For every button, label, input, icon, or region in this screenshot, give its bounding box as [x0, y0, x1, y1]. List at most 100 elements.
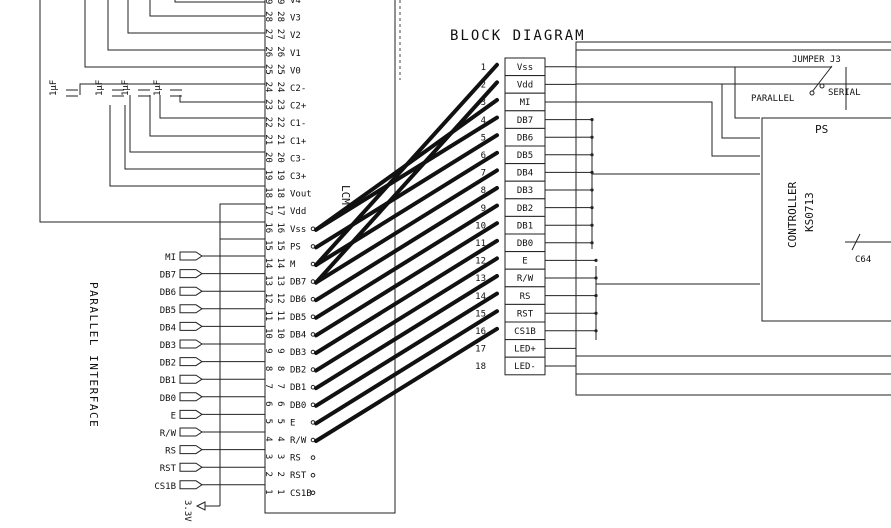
crossing-wire — [314, 326, 499, 443]
connector-signal-label: DB4 — [160, 323, 176, 333]
lcd-pin-number: 15 — [263, 240, 273, 251]
block-pin-number: 9 — [481, 204, 486, 214]
connector-signal: DB4 — [160, 321, 265, 333]
lcd-pin-number-dup: 15 — [275, 240, 285, 251]
jumper-parallel: PARALLEL — [751, 94, 794, 104]
connector-signal: CS1B — [154, 480, 265, 492]
lcd-pin-name: Vss — [290, 225, 306, 235]
connector-arrow-icon — [179, 269, 203, 279]
connector-arrow-icon — [179, 339, 203, 349]
connector-signal-label: R/W — [160, 429, 177, 439]
lcd-pin-name: C1- — [290, 119, 306, 129]
block-pin-name: E — [522, 257, 527, 267]
lcd-pin-name: DB5 — [290, 313, 306, 323]
block-pin-number: 16 — [475, 327, 486, 337]
lcd-pin-number: 3 — [263, 454, 273, 459]
capacitor-label: 1μF — [95, 80, 105, 96]
jumper-title: JUMPER J3 — [792, 55, 841, 65]
jumper-contact-b — [819, 83, 825, 89]
crossing-wire — [314, 256, 499, 373]
connector-signal: MI — [165, 251, 265, 263]
lcd-pin-number-dup: 12 — [275, 293, 285, 304]
capacitor-label: 1μF — [153, 80, 163, 96]
lcd-pin-number: 20 — [263, 152, 273, 163]
lcd-pin-name: DB0 — [290, 401, 306, 411]
lcd-pin-number-dup: 6 — [275, 401, 285, 406]
lcd-pin-name: V1 — [290, 49, 301, 59]
connector-signal: DB2 — [160, 357, 265, 369]
lcd-pin-number: 28 — [263, 11, 273, 22]
jumper-serial: SERIAL — [828, 88, 861, 98]
lcd-pin-name: M — [290, 260, 296, 270]
block-pin-name: DB2 — [517, 204, 533, 214]
lcd-pin-name: RST — [290, 471, 307, 481]
block-pin-number: 17 — [475, 345, 486, 355]
block-diagram-title: BLOCK DIAGRAM — [450, 28, 586, 44]
connector-signal-label: MI — [165, 253, 176, 263]
ps-feed — [734, 67, 760, 119]
lcd-pin-name: CS1B — [290, 489, 312, 499]
block-pin-number: 4 — [481, 116, 486, 126]
vdd-feed — [576, 83, 760, 139]
crossing-wire — [314, 274, 499, 391]
lcd-pin-number-dup: 24 — [275, 82, 285, 93]
crossing-wire — [314, 309, 499, 426]
block-pin-name: Vss — [517, 63, 533, 73]
lcd-pin-name: Vout — [290, 190, 312, 200]
top-traces — [39, 0, 265, 223]
lcd-pin-name: DB4 — [290, 330, 306, 340]
connector-signal-label: DB0 — [160, 394, 176, 404]
block-pin-name: CS1B — [514, 327, 536, 337]
block-pin-number: 5 — [481, 133, 486, 143]
lcd-pin-number: 24 — [263, 82, 273, 93]
controller-name: CONTROLLER — [786, 181, 799, 248]
crossing-wire — [314, 203, 499, 320]
lcd-pin-number: 16 — [263, 222, 273, 233]
lcd-pin-name: DB2 — [290, 366, 306, 376]
connector-signal: E — [171, 409, 265, 421]
lcd-pin-number-dup: 3 — [275, 454, 285, 459]
block-pin-name: Vdd — [517, 81, 533, 91]
lcd-pin: 2929V4 — [263, 0, 301, 6]
block-pin-name: DB3 — [517, 186, 533, 196]
lcd-pin-dot — [310, 490, 316, 496]
block-pin-number: 14 — [475, 292, 486, 302]
block-pin-number: 18 — [475, 362, 486, 372]
lcd-pin-number: 13 — [263, 275, 273, 286]
lcd-pin-number: 7 — [263, 383, 273, 388]
connector-arrow-icon — [179, 445, 203, 455]
connector-signal-label: DB2 — [160, 359, 176, 369]
block-pin-number: 6 — [481, 151, 486, 161]
lcd-pin-number-dup: 26 — [275, 46, 285, 57]
lcd-pin-number-dup: 18 — [275, 187, 285, 198]
lcd-pin-number-dup: 19 — [275, 170, 285, 181]
connector-signal: DB0 — [160, 392, 265, 404]
block-pin-number: 3 — [481, 98, 486, 108]
lcd-pin-name: C2+ — [290, 102, 307, 112]
block-pin-number: 11 — [475, 239, 486, 249]
bus-slash — [851, 233, 861, 251]
lcd-pin-number-dup: 29 — [275, 0, 285, 4]
lcd-pin-number: 6 — [263, 401, 273, 406]
lcd-pin-name: E — [290, 418, 295, 428]
lcd-pin-name: DB3 — [290, 348, 306, 358]
